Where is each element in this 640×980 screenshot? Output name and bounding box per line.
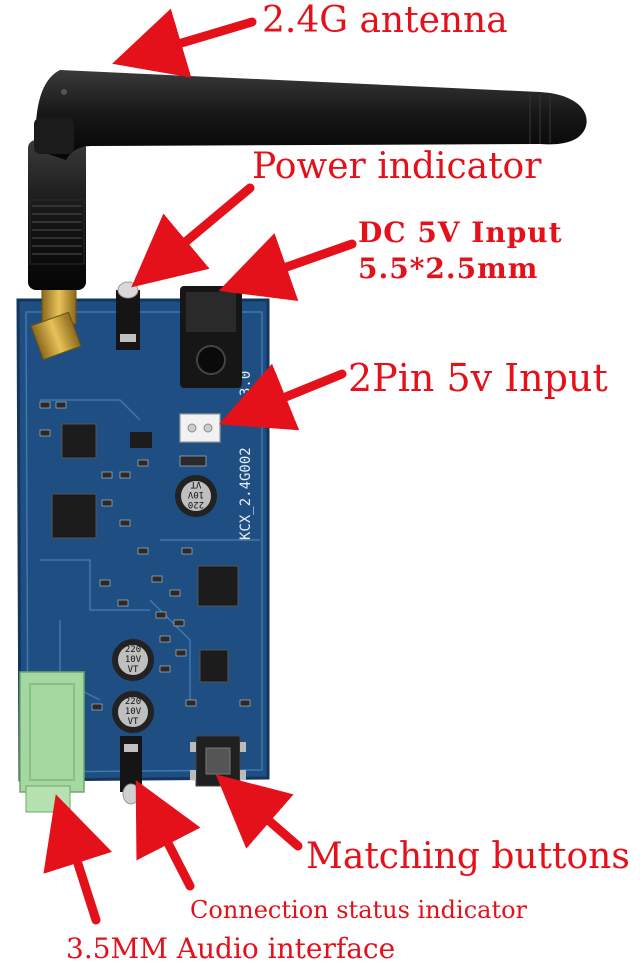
two-pin-input-label: 2Pin 5v Input bbox=[348, 356, 608, 400]
smd-components bbox=[39, 401, 251, 711]
svg-text:10V: 10V bbox=[125, 655, 142, 665]
audio-jack bbox=[19, 671, 85, 813]
arrow-two-pin bbox=[219, 363, 347, 431]
arrow-power bbox=[131, 183, 255, 288]
arrow-antenna bbox=[112, 8, 257, 78]
svg-text:10V: 10V bbox=[125, 707, 142, 717]
callout-arrows bbox=[43, 8, 357, 925]
capacitor-bottom: 220 10V VT bbox=[112, 691, 154, 733]
dc-barrel-jack bbox=[180, 286, 242, 388]
two-pin-connector bbox=[179, 413, 221, 443]
arrow-audio bbox=[43, 794, 113, 925]
capacitor-middle: 220 10V VT bbox=[112, 639, 154, 681]
antenna-label: 2.4G antenna bbox=[262, 0, 508, 41]
svg-text:220: 220 bbox=[188, 499, 204, 509]
power-indicator-label: Power indicator bbox=[252, 146, 542, 187]
svg-text:220: 220 bbox=[125, 697, 141, 707]
svg-text:KCX_2.4G002: KCX_2.4G002 bbox=[238, 447, 254, 540]
arrow-dc-input bbox=[218, 233, 357, 302]
dc-input-size-label: 5.5*2.5mm bbox=[358, 252, 539, 285]
dc-input-label: DC 5V Input bbox=[358, 216, 563, 249]
svg-text:10V: 10V bbox=[187, 489, 204, 499]
svg-text:VT: VT bbox=[128, 665, 139, 675]
ic-chips bbox=[51, 423, 239, 683]
svg-text:220: 220 bbox=[125, 645, 141, 655]
sma-connector bbox=[30, 283, 82, 361]
arrow-connection bbox=[135, 779, 201, 891]
connection-status-label: Connection status indicator bbox=[190, 896, 528, 924]
connection-status-led bbox=[120, 736, 142, 805]
power-led bbox=[116, 281, 140, 350]
matching-buttons-label: Matching buttons bbox=[306, 836, 630, 877]
svg-text:VT: VT bbox=[190, 479, 201, 489]
arrow-matching bbox=[215, 774, 303, 851]
antenna bbox=[28, 70, 587, 290]
board-silkscreen: KCX_2.4G002 3.0 bbox=[238, 371, 254, 540]
matching-button bbox=[190, 735, 246, 787]
audio-interface-label: 3.5MM Audio interface bbox=[66, 932, 396, 965]
capacitor-top: 220 10V VT bbox=[175, 475, 217, 517]
svg-text:VT: VT bbox=[128, 717, 139, 727]
